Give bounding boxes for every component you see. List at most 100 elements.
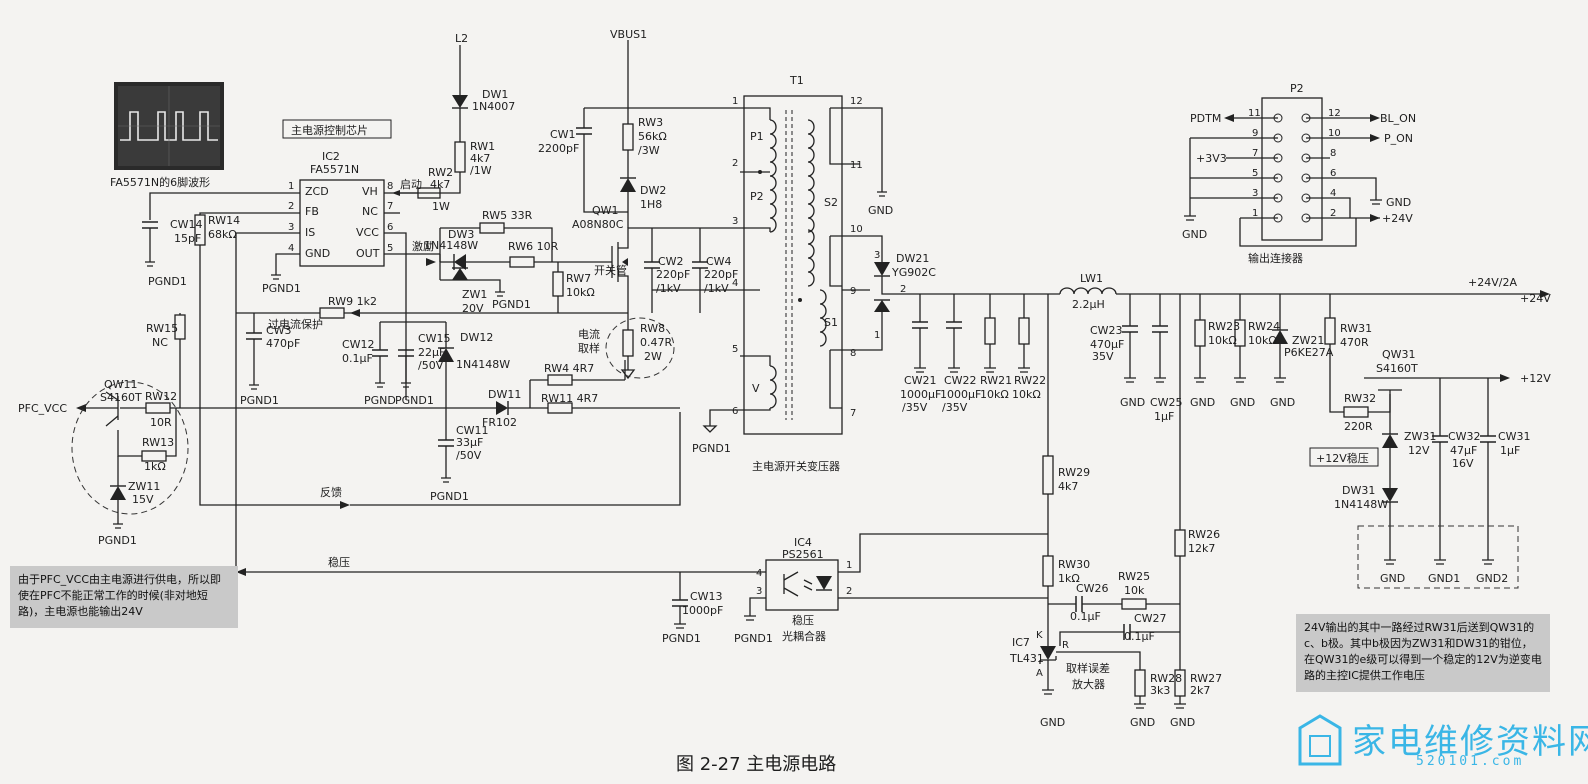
ic2-pin4: 4 — [288, 243, 294, 254]
rw32-ref: RW32 — [1344, 392, 1376, 405]
rw21-val: 10kΩ — [980, 388, 1009, 401]
pin-vh: VH — [362, 185, 378, 198]
pin-gnd: GND — [305, 247, 330, 260]
gnd-rw28: GND — [1130, 716, 1155, 729]
dw11-part: FR102 — [482, 416, 517, 429]
pgnd-cw13: PGND1 — [662, 632, 701, 645]
note-pfc-text: 由于PFC_VCC由主电源进行供电，所以即使在PFC不能正常工作的时候(非对地短… — [18, 573, 222, 618]
ic4-ref: IC4 — [794, 536, 812, 549]
label-wenya: 稳压 — [328, 555, 350, 569]
cw4-volt: /1kV — [704, 282, 729, 295]
label-wucha1: 取样误差 — [1066, 661, 1110, 675]
rw23-ref: RW23 — [1208, 320, 1240, 333]
note-12v-text: 24V输出的其中一路经过RW31后送到QW31的c、b极。其中b极因为ZW31和… — [1304, 621, 1542, 682]
t1-pin12: 12 — [850, 96, 863, 107]
pgnd-ic4: PGND1 — [734, 632, 773, 645]
cw1-val: 2200pF — [538, 142, 579, 155]
rw13-val: 1kΩ — [144, 460, 166, 473]
rw27-ref: RW27 — [1190, 672, 1222, 685]
rw32-val: 220R — [1344, 420, 1373, 433]
pgnd-zw11: PGND1 — [98, 534, 137, 547]
ic2-pin3: 3 — [288, 222, 294, 233]
cw32-ref: CW32 — [1448, 430, 1481, 443]
pgnd-cw15: PGND1 — [395, 394, 434, 407]
note-pfc: 由于PFC_VCC由主电源进行供电，所以即使在PFC不能正常工作的时候(非对地短… — [10, 566, 238, 628]
t1-pin11: 11 — [850, 160, 863, 171]
rw27-val: 2k7 — [1190, 684, 1210, 697]
zw21-part: P6KE27A — [1284, 346, 1334, 359]
rw25-ref: RW25 — [1118, 570, 1150, 583]
pgnd-zw1: PGND1 — [492, 298, 531, 311]
gnd-rw23: GND — [1190, 396, 1215, 409]
rw6-ref: RW6 10R — [508, 240, 559, 253]
rw1-val: 4k7 — [470, 152, 490, 165]
cw22-val: 1000μF — [940, 388, 981, 401]
rw29-val: 4k7 — [1058, 480, 1078, 493]
rw30-val: 1kΩ — [1058, 572, 1080, 585]
rw8-val: 0.47R — [640, 336, 672, 349]
rw4-ref: RW4 4R7 — [544, 362, 594, 375]
ic4-body — [765, 559, 839, 611]
t1-pin9: 9 — [850, 286, 856, 297]
zw11-val: 15V — [132, 493, 154, 506]
gnd-zw21: GND — [1270, 396, 1295, 409]
ic7-k: K — [1036, 630, 1043, 641]
rw24-ref: RW24 — [1248, 320, 1280, 333]
dw3-part: 1N4148W — [424, 239, 478, 252]
cw26-ref: CW26 — [1076, 582, 1109, 595]
p2-caption: 输出连接器 — [1248, 251, 1303, 265]
cw23-volt: 35V — [1092, 350, 1114, 363]
rw29-ref: RW29 — [1058, 466, 1090, 479]
rw21-ref: RW21 — [980, 374, 1012, 387]
t1-pin1: 1 — [732, 96, 738, 107]
p2-pin11: 11 — [1248, 108, 1261, 119]
cw32-val: 47μF — [1450, 444, 1477, 457]
ic2-part: FA5571N — [310, 163, 359, 176]
rw22-val: 10kΩ — [1012, 388, 1041, 401]
ic7-a: A — [1036, 668, 1043, 679]
out-12v: +12V — [1520, 372, 1551, 385]
cw11-ref: CW11 — [456, 424, 489, 437]
transformer-caption: 主电源开关变压器 — [752, 459, 840, 473]
cw22-ref: CW22 — [944, 374, 977, 387]
rw15-ref: RW15 — [146, 322, 178, 335]
rw26-val: 12k7 — [1188, 542, 1215, 555]
qw1-ref: QW1 — [592, 204, 619, 217]
cw15-volt: /50V — [418, 359, 444, 372]
scope-waveform — [114, 82, 224, 170]
pin-out: OUT — [356, 247, 380, 260]
net-bl-on: BL_ON — [1380, 112, 1416, 125]
dw21-pin2: 2 — [900, 284, 906, 295]
gnd-cw23: GND — [1120, 396, 1145, 409]
rw2-watt: 1W — [432, 200, 450, 213]
t1-pin2: 2 — [732, 158, 738, 169]
t1-pin3: 3 — [732, 216, 738, 227]
logo-text: 家电维修资料网 — [1352, 722, 1588, 762]
zw1-val: 20V — [462, 302, 484, 315]
p2-ref: P2 — [1290, 82, 1304, 95]
pin-vcc: VCC — [356, 226, 379, 239]
p2-pin1: 1 — [1252, 208, 1258, 219]
figure-caption: 图 2-27 主电源电路 — [676, 754, 836, 775]
pgnd-t1: PGND1 — [692, 442, 731, 455]
rw22-ref: RW22 — [1014, 374, 1046, 387]
ic2-pin7: 7 — [387, 201, 393, 212]
qw11-ref: QW11 — [104, 378, 138, 391]
ic4-pin1: 1 — [846, 560, 852, 571]
t1-pin8: 8 — [850, 348, 856, 359]
cw12-val: 0.1μF — [342, 352, 373, 365]
dw21-part: YG902C — [891, 266, 936, 279]
transformer-frame — [743, 95, 843, 435]
ic7-r: R — [1062, 640, 1069, 651]
rw12-val: 10R — [150, 416, 172, 429]
rw28-val: 3k3 — [1150, 684, 1170, 697]
note-12v: 24V输出的其中一路经过RW31后送到QW31的c、b极。其中b极因为ZW31和… — [1296, 614, 1550, 692]
cw1-ref: CW1 — [550, 128, 576, 141]
ic2-pin1: 1 — [288, 181, 294, 192]
pgnd-ic2: PGND1 — [262, 282, 301, 295]
rw7-ref: RW7 — [566, 272, 591, 285]
dw21-ref: DW21 — [896, 252, 929, 265]
zw31-ref: ZW31 — [1404, 430, 1436, 443]
rw3-watt: /3W — [638, 144, 660, 157]
rw2-ref: RW2 — [428, 166, 453, 179]
